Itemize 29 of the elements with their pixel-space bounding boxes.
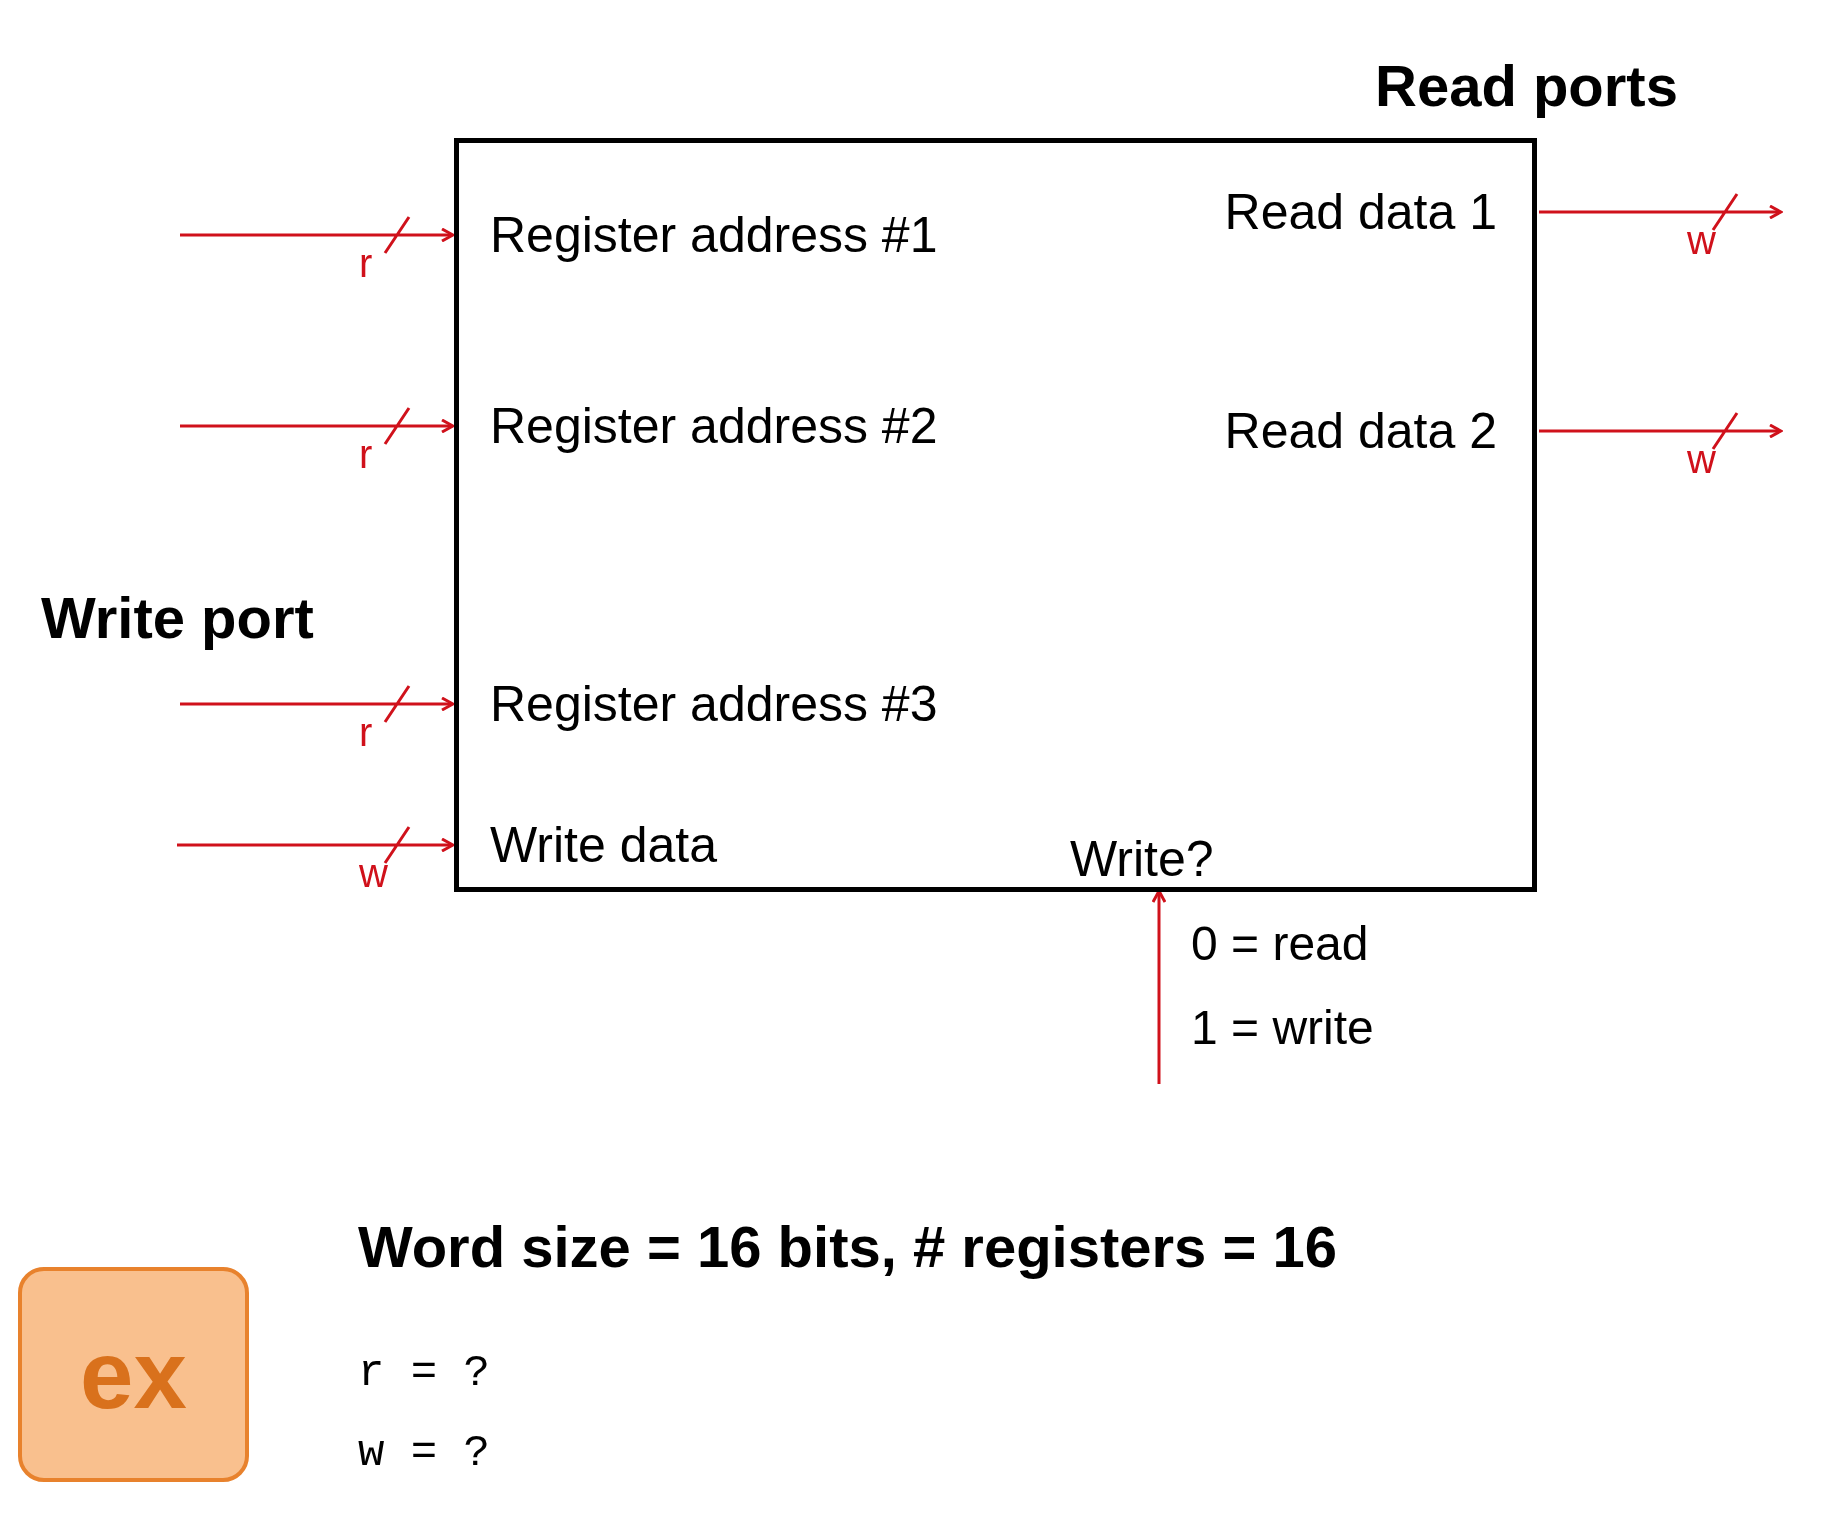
signal-note: 1 = write <box>1191 1000 1374 1055</box>
spec-text: Word size = 16 bits, # registers = 16 <box>358 1213 1337 1280</box>
group-title: Write port <box>41 584 314 651</box>
bus-arrow <box>175 825 455 865</box>
bus-arrow <box>178 406 455 446</box>
port-label: Write? <box>1070 831 1214 887</box>
port-label: Register address #3 <box>459 676 938 732</box>
example-badge: ex <box>18 1267 249 1482</box>
port-label: Read data 2 <box>1224 403 1532 459</box>
port-label: Register address #1 <box>459 207 938 263</box>
edge-label: w <box>1687 439 1716 479</box>
port-label: Write data <box>459 817 717 873</box>
port-label: Register address #2 <box>459 398 938 454</box>
register-file-box <box>454 138 1537 892</box>
group-title: Read ports <box>1375 52 1678 119</box>
question-text: r = ? <box>358 1348 491 1398</box>
edge-label: r <box>359 434 373 474</box>
bus-arrow <box>1151 889 1167 1084</box>
bus-arrow <box>1537 192 1783 232</box>
edge-label: r <box>359 243 373 283</box>
question-text: w = ? <box>358 1428 491 1478</box>
bus-arrow <box>178 684 455 724</box>
edge-label: w <box>359 853 388 893</box>
edge-label: r <box>359 712 373 752</box>
bus-arrow <box>178 215 455 255</box>
edge-label: w <box>1687 220 1716 260</box>
port-label: Read data 1 <box>1224 184 1532 240</box>
bus-arrow <box>1537 411 1783 451</box>
signal-note: 0 = read <box>1191 916 1369 971</box>
